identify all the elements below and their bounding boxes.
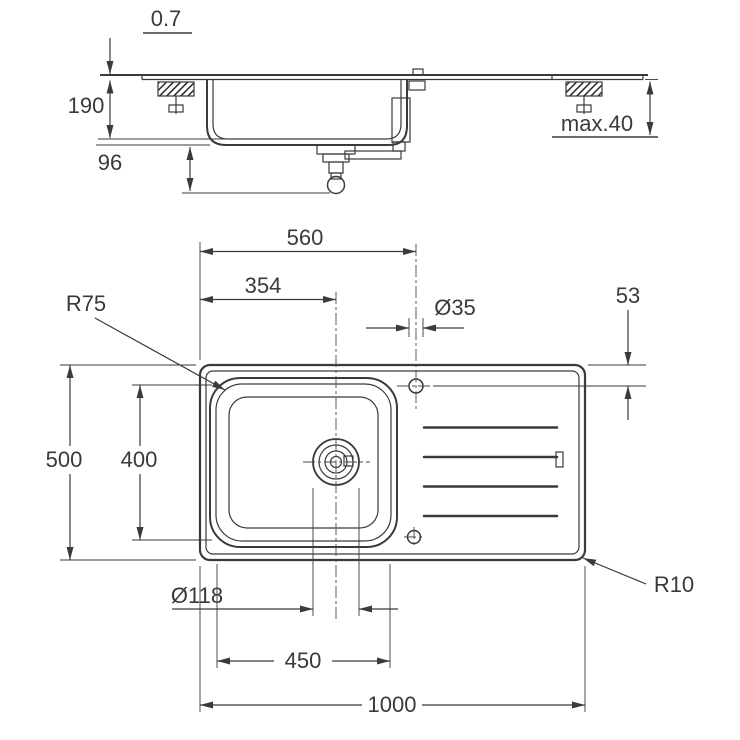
drain-assembly [316,141,406,195]
side-view: 0.7 190 96 max.40 [68,6,658,195]
bowl-section [206,68,426,146]
dim-drain-from-left-label: 354 [245,273,282,298]
dim-drain-depth-label: 96 [98,150,122,175]
dim-tap-from-top-label: 53 [616,283,640,308]
dim-tap-from-left: 560 [199,225,416,360]
centerlines [303,244,436,622]
bowl-plan [209,377,398,548]
dim-drain-diameter-label: Ø118 [171,583,223,608]
edge-slot [555,451,564,468]
sink-outline [198,363,587,562]
dim-bowl-depth: 190 [68,80,228,140]
dim-bowl-depth-label: 190 [68,93,105,118]
dim-bowl-plan-depth: 400 [121,384,212,541]
dim-overall-width-label: 1000 [368,692,417,717]
plan-view: 560 354 Ø35 53 R75 [46,225,695,717]
dim-tap-from-left-label: 560 [287,225,324,250]
dim-tap-hole-diameter-label: Ø35 [434,295,476,320]
dim-overall-width: 1000 [199,566,586,717]
dim-rim-thickness-label: 0.7 [151,6,182,31]
dim-tap-from-top: 53 [434,283,646,420]
dim-bowl-width-label: 450 [285,648,322,673]
dim-rim-thickness: 0.7 [106,6,192,74]
countertop-section [157,81,603,97]
dim-tap-hole-diameter: Ø35 [366,295,476,337]
dim-max-countertop-label: max.40 [561,111,633,136]
dim-bowl-plan-depth-label: 400 [121,447,158,472]
dim-drain-depth: 96 [96,144,330,194]
dim-sink-corner-radius: R10 [582,557,694,597]
dim-bowl-width: 450 [216,564,391,673]
dim-drain-from-left: 354 [200,273,336,303]
rim-profile [100,74,648,81]
secondary-hole-centerlines [404,527,424,547]
dim-drain-diameter: Ø118 [171,488,398,616]
dim-bowl-corner-radius-label: R75 [66,291,106,316]
tap-hole-boss [408,80,426,91]
dim-max-countertop: max.40 [552,79,658,138]
dim-overall-depth-label: 500 [46,447,83,472]
dim-sink-corner-radius-label: R10 [654,572,694,597]
dim-overall-depth: 500 [46,364,196,561]
drainboard-grooves [422,426,559,518]
mounting-clamps [168,96,592,114]
dim-bowl-corner-radius: R75 [66,291,226,391]
